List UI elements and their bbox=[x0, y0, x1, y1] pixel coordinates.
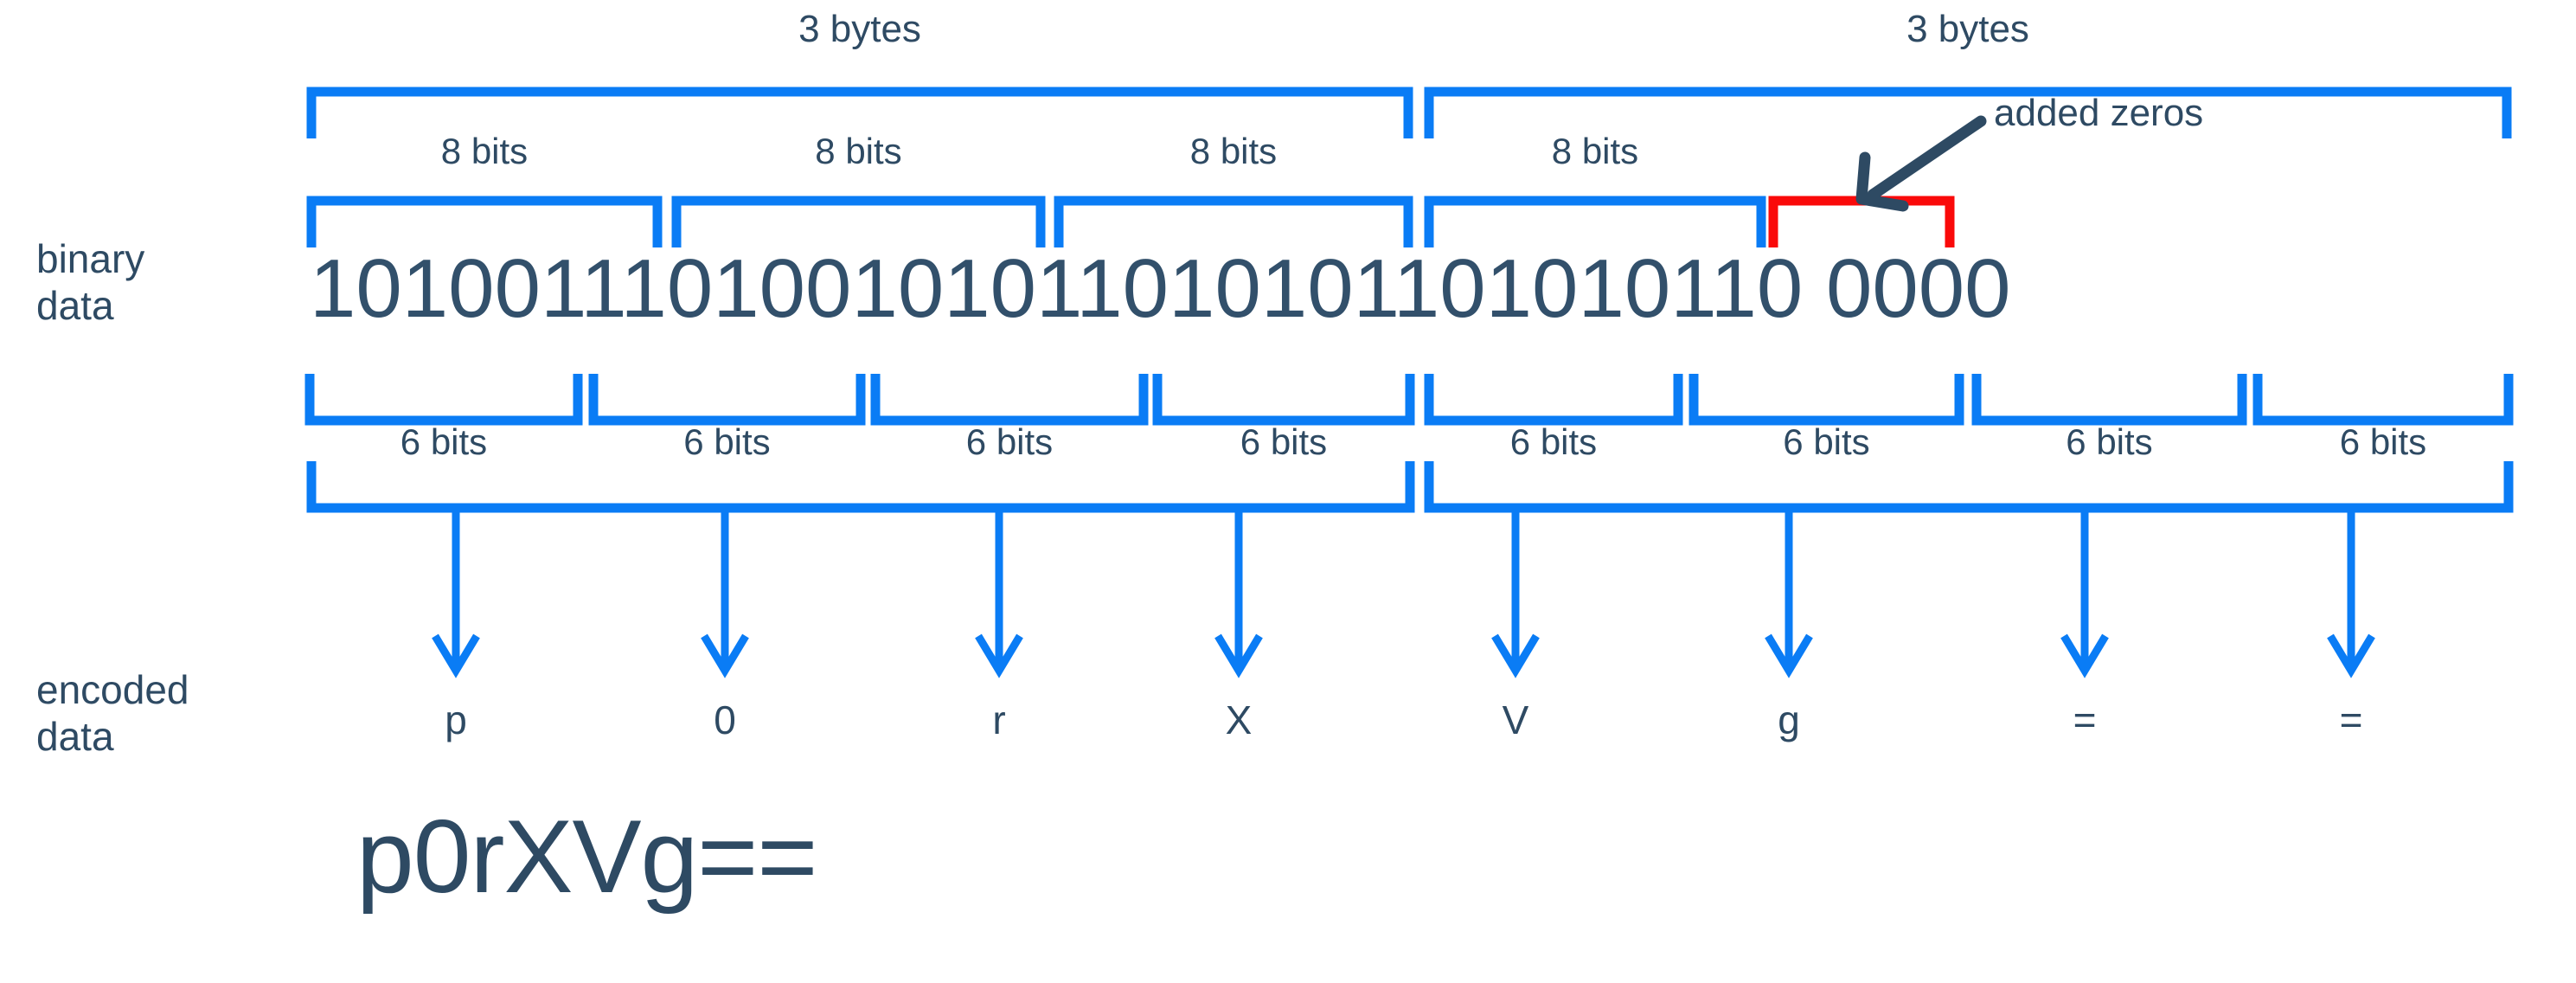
encoded-char-5: V bbox=[1502, 697, 1529, 742]
bit6-bracket-8 bbox=[2252, 374, 2514, 426]
encoded-data-row-label: encoded data bbox=[36, 667, 189, 760]
added-zeros-label: added zeros bbox=[1994, 92, 2204, 134]
bit6-label-4: 6 bits bbox=[1240, 421, 1328, 462]
bit8-bracket-1 bbox=[306, 196, 663, 247]
encoded-char-8: = bbox=[2339, 697, 2363, 742]
binary-data-string: 101001110100101011010101101010110 0000 bbox=[310, 242, 2011, 335]
binary-data-row-label: binary data bbox=[36, 236, 145, 329]
bit6-bracket-3 bbox=[870, 374, 1149, 426]
encode-arrow-4 bbox=[1214, 508, 1263, 678]
bit6-label-8: 6 bits bbox=[2339, 421, 2427, 462]
encoded-char-1: p bbox=[445, 697, 467, 742]
encode-arrow-2 bbox=[701, 508, 749, 678]
bit6-bracket-6 bbox=[1688, 374, 1964, 426]
encoded-char-6: g bbox=[1778, 697, 1800, 742]
added-zeros-bracket bbox=[1768, 196, 1955, 247]
byte-group-label-2: 3 bytes bbox=[1906, 8, 2029, 50]
encode-arrow-5 bbox=[1491, 508, 1540, 678]
byte-group-label-1: 3 bytes bbox=[798, 8, 921, 50]
bit8-bracket-4 bbox=[1424, 196, 1766, 247]
encode-arrow-8 bbox=[2327, 508, 2375, 678]
encoded-result-string: p0rXVg== bbox=[356, 799, 817, 915]
encode-arrow-1 bbox=[432, 508, 480, 678]
bit6-label-1: 6 bits bbox=[400, 421, 488, 462]
bit6-label-6: 6 bits bbox=[1783, 421, 1870, 462]
bit8-label-2: 8 bits bbox=[815, 131, 902, 171]
encoded-group-bracket-1 bbox=[306, 461, 1415, 513]
bit6-bracket-5 bbox=[1424, 374, 1683, 426]
added-zeros-pointer-arrow bbox=[1855, 115, 1987, 212]
encode-arrow-6 bbox=[1765, 508, 1813, 678]
encode-arrow-3 bbox=[975, 508, 1023, 678]
encoded-char-3: r bbox=[992, 697, 1006, 742]
bit6-label-5: 6 bits bbox=[1509, 421, 1598, 462]
bit8-label-3: 8 bits bbox=[1189, 131, 1278, 171]
bit6-bracket-1 bbox=[304, 374, 583, 426]
encode-arrow-7 bbox=[2060, 508, 2109, 678]
bit6-label-3: 6 bits bbox=[965, 421, 1054, 462]
bit8-label-1: 8 bits bbox=[440, 131, 529, 171]
bit8-bracket-2 bbox=[671, 196, 1046, 247]
encoded-group-bracket-2 bbox=[1424, 461, 2514, 513]
bit6-bracket-7 bbox=[1971, 374, 2247, 426]
bit8-label-4: 8 bits bbox=[1551, 131, 1639, 171]
encoded-char-2: 0 bbox=[714, 697, 736, 742]
bit6-bracket-2 bbox=[588, 374, 866, 426]
bit6-label-2: 6 bits bbox=[683, 421, 771, 462]
bit6-label-7: 6 bits bbox=[2066, 421, 2153, 462]
bit8-bracket-3 bbox=[1054, 196, 1413, 247]
encoded-char-7: = bbox=[2073, 697, 2097, 742]
encoded-char-4: X bbox=[1225, 697, 1253, 742]
bit6-bracket-4 bbox=[1152, 374, 1415, 426]
